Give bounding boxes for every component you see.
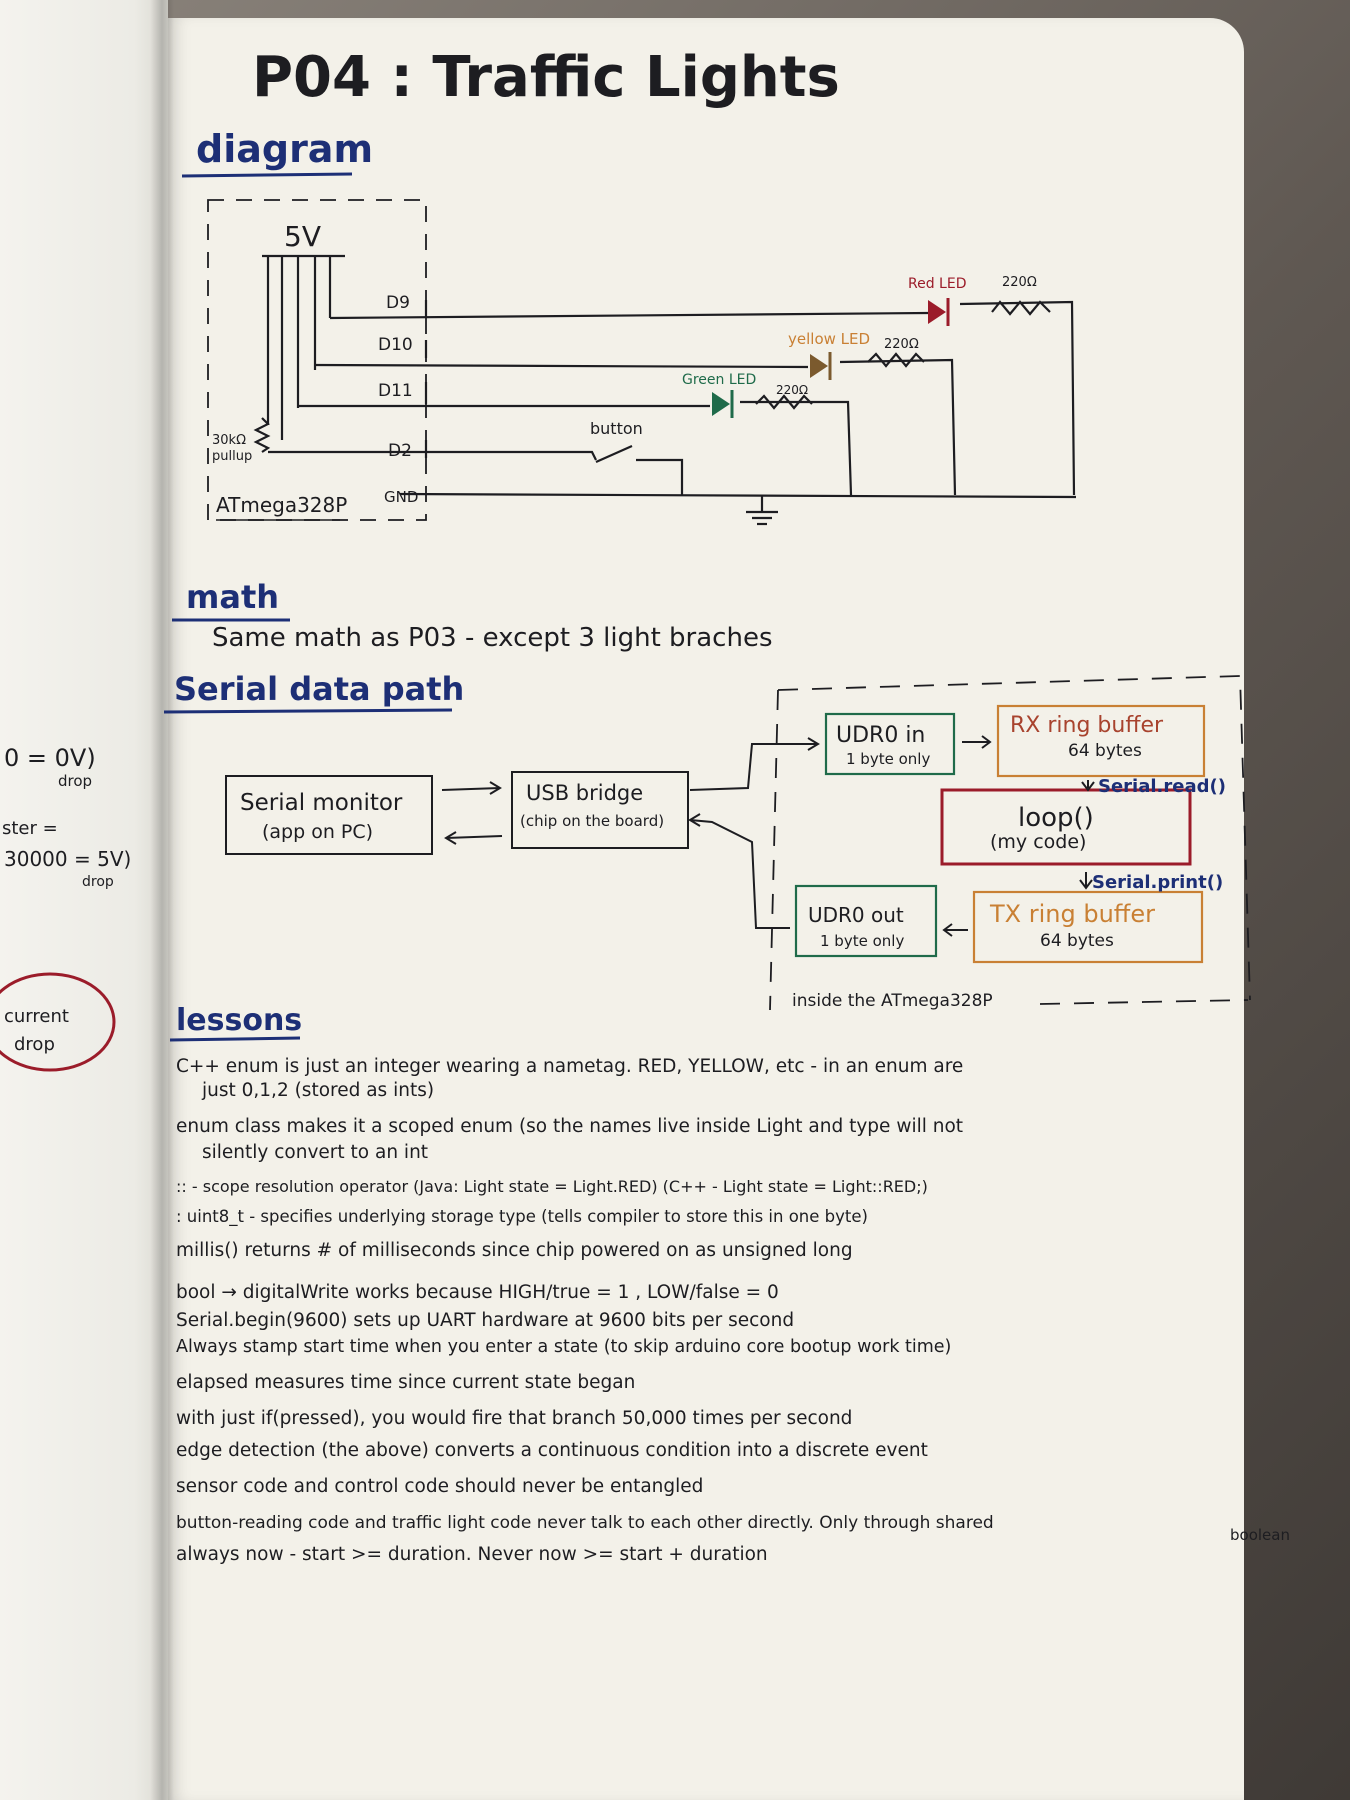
green-led-symbol: [712, 390, 734, 418]
tx-buffer-size: 64 bytes: [1040, 931, 1114, 951]
yellow-led-symbol: [810, 352, 832, 380]
margin-note-3: ster =: [2, 818, 58, 839]
lesson-line-8: bool → digitalWrite works because HIGH/t…: [176, 1282, 779, 1303]
section-heading-serial: Serial data path: [174, 670, 464, 708]
button-label: button: [590, 419, 643, 438]
rx-buffer-box: [996, 704, 1206, 778]
pin-label-d10: D10: [378, 335, 413, 355]
pin-label-gnd: GND: [384, 488, 418, 506]
left-notebook-page: [0, 0, 168, 1800]
serial-read-label: Serial.read(): [1098, 776, 1226, 797]
tx-buffer-title: TX ring buffer: [989, 900, 1155, 928]
lesson-line-4: silently convert to an int: [202, 1142, 428, 1163]
voltage-label: 5V: [284, 220, 321, 253]
resistor-label-yellow: 220Ω: [884, 337, 919, 352]
green-led-label: Green LED: [682, 372, 756, 388]
notebook-spine: [150, 0, 174, 1800]
math-note: Same math as P03 - except 3 light brache…: [212, 623, 773, 653]
udr0-in-subtitle: 1 byte only: [846, 750, 930, 768]
chip-label: ATmega328P: [216, 493, 347, 517]
lesson-line-17: always now - start >= duration. Never no…: [176, 1544, 768, 1565]
serial-monitor-title: Serial monitor: [240, 790, 403, 816]
red-led-symbol: [928, 298, 950, 326]
lesson-line-13: edge detection (the above) converts a co…: [176, 1440, 928, 1461]
lesson-line-7: millis() returns # of milliseconds since…: [176, 1240, 853, 1261]
page-title: P04 : Traffic Lights: [252, 45, 840, 110]
margin-note-4: 30000 = 5V): [4, 847, 131, 871]
pin-label-d11: D11: [378, 381, 413, 401]
underline-lessons: [169, 1036, 301, 1042]
section-heading-math: math: [186, 578, 279, 616]
lesson-line-11: elapsed measures time since current stat…: [176, 1372, 635, 1393]
tx-buffer-box: [972, 890, 1204, 964]
margin-note-7: drop: [14, 1034, 55, 1055]
section-heading-diagram: diagram: [196, 127, 373, 171]
loop-subtitle: (my code): [990, 831, 1086, 853]
resistor-label-red: 220Ω: [1002, 275, 1037, 290]
margin-note-1: 0 = 0V): [4, 744, 96, 772]
underline-diagram: [181, 172, 353, 178]
lesson-line-6: : uint8_t - specifies underlying storage…: [176, 1207, 868, 1227]
udr0-in-title: UDR0 in: [836, 723, 925, 748]
udr0-in-box: [824, 712, 956, 776]
pin-label-d9: D9: [386, 293, 410, 313]
left-margin-notes: 0 = 0V) drop ster = 30000 = 5V) drop cur…: [0, 744, 131, 1072]
yellow-led-label: yellow LED: [788, 330, 870, 348]
rx-buffer-title: RX ring buffer: [1010, 713, 1164, 738]
lesson-line-9: Serial.begin(9600) sets up UART hardware…: [176, 1310, 794, 1331]
pin-label-d2: D2: [388, 441, 412, 461]
circuit-diagram: [207, 199, 1077, 526]
lesson-line-10: Always stamp start time when you enter a…: [176, 1337, 951, 1357]
margin-highlight-ellipse: [0, 972, 116, 1072]
margin-note-6: current: [4, 1006, 69, 1027]
serial-print-label: Serial.print(): [1092, 872, 1223, 893]
serial-arrows: [441, 735, 1095, 937]
usb-bridge-title: USB bridge: [526, 781, 643, 805]
udr0-out-title: UDR0 out: [808, 903, 904, 927]
resistor-label-green: 220Ω: [776, 383, 808, 397]
udr0-out-box: [794, 884, 938, 958]
lesson-line-1: C++ enum is just an integer wearing a na…: [176, 1056, 963, 1077]
lesson-line-16: boolean: [1230, 1526, 1290, 1544]
red-led-label: Red LED: [908, 276, 966, 292]
pullup-label: pullup: [212, 449, 252, 464]
udr0-out-subtitle: 1 byte only: [820, 932, 904, 950]
serial-monitor-subtitle: (app on PC): [262, 821, 373, 843]
usb-bridge-subtitle: (chip on the board): [520, 812, 664, 830]
lessons-list: C++ enum is just an integer wearing a na…: [176, 1056, 1290, 1565]
lesson-line-12: with just if(pressed), you would fire th…: [176, 1408, 852, 1429]
lesson-line-3: enum class makes it a scoped enum (so th…: [176, 1116, 963, 1137]
serial-monitor-box: [225, 775, 433, 855]
lesson-line-5: :: - scope resolution operator (Java: Li…: [176, 1177, 928, 1196]
rx-buffer-size: 64 bytes: [1068, 741, 1142, 761]
pullup-value: 30kΩ: [212, 433, 246, 448]
section-heading-lessons: lessons: [176, 1003, 302, 1038]
lesson-line-15: button-reading code and traffic light co…: [176, 1513, 994, 1533]
usb-bridge-box: [511, 771, 689, 849]
lesson-line-2: just 0,1,2 (stored as ints): [201, 1080, 434, 1101]
inside-atmega-label: inside the ATmega328P: [792, 991, 993, 1011]
loop-box: [940, 788, 1192, 866]
loop-title: loop(): [1018, 803, 1094, 833]
margin-note-5: drop: [82, 874, 114, 890]
lesson-line-14: sensor code and control code should neve…: [176, 1476, 703, 1497]
underline-serial: [163, 708, 453, 714]
margin-note-2: drop: [58, 772, 92, 790]
